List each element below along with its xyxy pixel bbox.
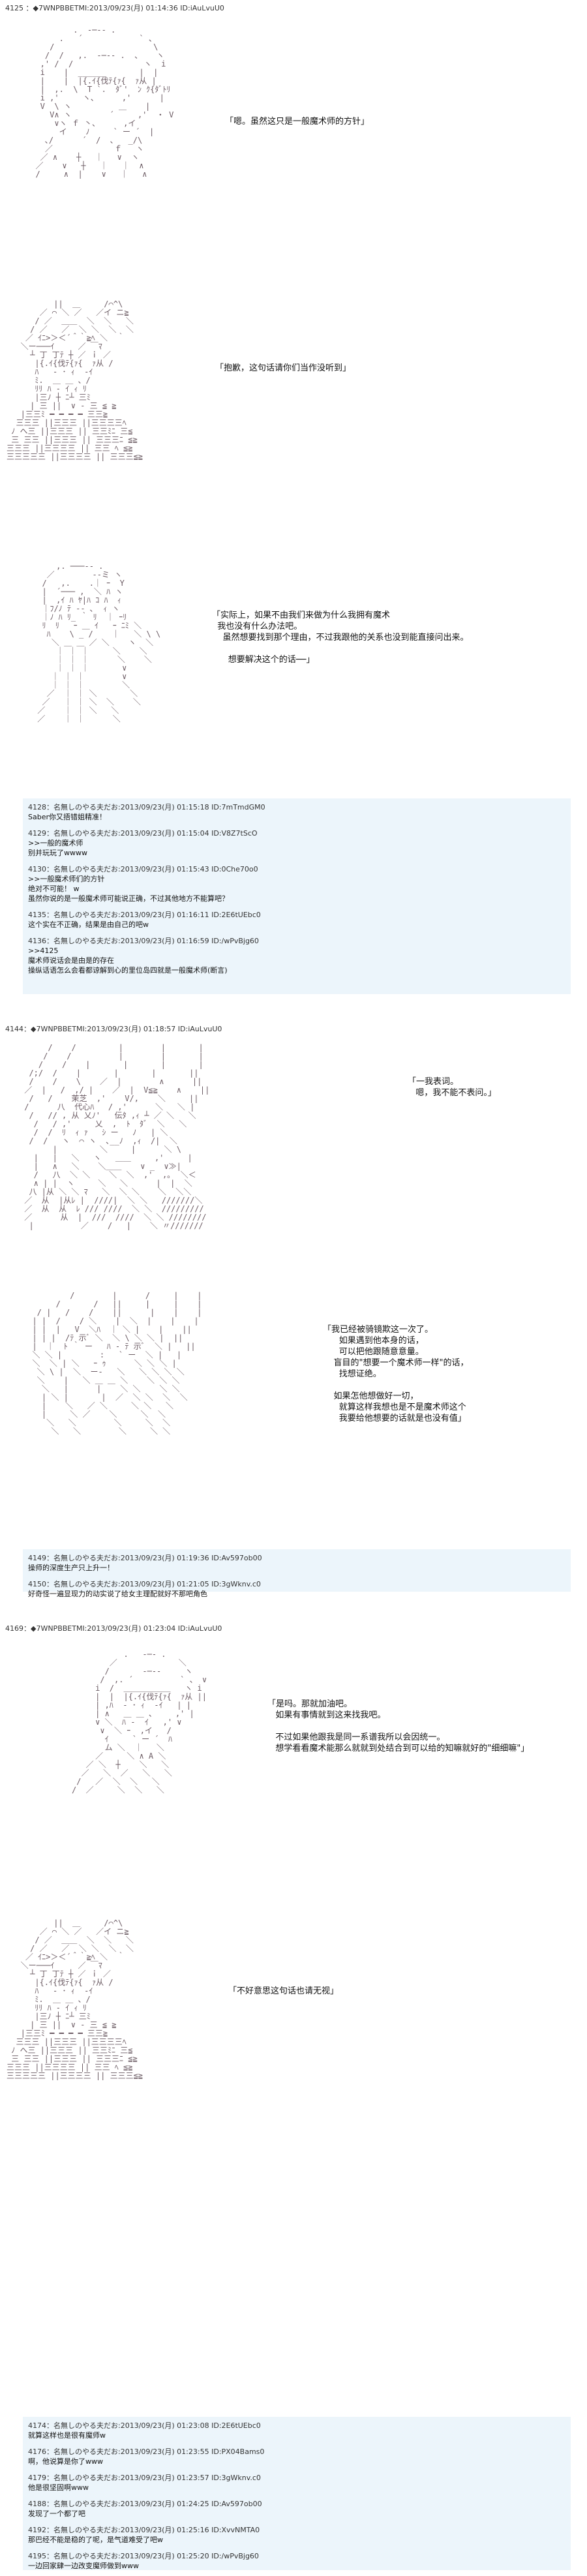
response-header: 4150：名無しのやる夫だお:2013/09/23(月) 01:21:05 ID… [28, 1580, 261, 1588]
ascii-art: / / | | | / / | | | / / | | | | /;/ / | … [24, 1043, 210, 1230]
dialog-text: 「抱歉，这句话请你们当作没听到」 [215, 363, 352, 373]
post-header: 4144：◆7WNPBBETMI:2013/09/23(月) 01:18:57 … [5, 1025, 222, 1033]
response-item: 4195：名無しのやる夫だお:2013/09/23(月) 01:25:20 ID… [28, 2551, 565, 2571]
response-header: 4135：名無しのやる夫だお:2013/09/23(月) 01:16:11 ID… [28, 911, 261, 919]
response-item: 4149：名無しのやる夫だお:2013/09/23(月) 01:19:36 ID… [28, 1553, 565, 1573]
response-header: 4174：名無しのやる夫だお:2013/09/23(月) 01:23:08 ID… [28, 2421, 261, 2430]
response-item: 4136：名無しのやる夫だお:2013/09/23(月) 01:16:59 ID… [28, 936, 565, 975]
response-text: 一边回家肆一边改变魔师做到www [28, 2562, 139, 2570]
response-header: 4136：名無しのやる夫だお:2013/09/23(月) 01:16:59 ID… [28, 937, 259, 945]
response-header: 4130：名無しのやる夫だお:2013/09/23(月) 01:15:43 ID… [28, 865, 258, 873]
dialog-text: 「我已经被骑镜欺这一次了。 如果遇到他本身的话， 可以把他跟随意意量。 盲目的"… [323, 1325, 469, 1423]
response-text: 那巴经不能是稳的了呢，是气道难受了吧w [28, 2536, 163, 2544]
response-text: 好奇怪一遍显现力的动实说了给女主理配就好不那吧角色 [28, 1590, 207, 1598]
response-text: >>一般魔术师们的方针 [28, 875, 105, 883]
response-block: 4149：名無しのやる夫だお:2013/09/23(月) 01:19:36 ID… [23, 1549, 571, 1598]
response-text: >>4125 [28, 947, 59, 955]
response-text: 这个实在不正确，结果是由自己的吧w [28, 920, 149, 929]
ascii-art: || ＿ /⌒^\ ／ ⌒ ＼ ／ ／イ ニ≧ / ／ ＿＿ ＼ ＼ ＼ / ／… [7, 299, 143, 461]
ascii-art: / | / | | / / || | | | / | / / || | | | … [32, 1291, 202, 1436]
response-text: 发现了一个都了吧 [28, 2509, 85, 2518]
response-text: 啊，他说算是你了www [28, 2457, 103, 2466]
dialog-text: 「嗯。虽然这只是一般魔术师的方针」 [225, 117, 370, 127]
response-header: 4179：名無しのやる夫だお:2013/09/23(月) 01:23:57 ID… [28, 2474, 261, 2482]
response-header: 4195：名無しのやる夫だお:2013/09/23(月) 01:25:20 ID… [28, 2552, 259, 2560]
response-header: 4149：名無しのやる夫だお:2013/09/23(月) 01:19:36 ID… [28, 1554, 262, 1562]
post-header: 4125 ：◆7WNPBBETMI:2013/09/23(月) 01:14:36… [5, 4, 224, 12]
dialog-text: 「是吗。那就加油吧。 如果有事情就到这来找我吧。 不过如果他跟我是同一系谱我所以… [267, 1699, 530, 1753]
response-header: 4188：名無しのやる夫だお:2013/09/23(月) 01:24:25 ID… [28, 2500, 262, 2508]
response-text: 就算这样也是很有魔师w [28, 2431, 106, 2440]
response-item: 4192：名無しのやる夫だお:2013/09/23(月) 01:25:16 ID… [28, 2525, 565, 2545]
response-text: 操师的深度生产只上升一！ [28, 1564, 114, 1572]
response-block: 4174：名無しのやる夫だお:2013/09/23(月) 01:23:08 ID… [23, 2417, 571, 2570]
ascii-art: . -─‐- . . ´ ` 、 / \ / / ,. -─‐- . 、 ヽ ,… [35, 25, 174, 179]
response-text: 绝对不可能！ w [28, 885, 80, 893]
response-header: 4176：名無しのやる夫だお:2013/09/23(月) 01:23:55 ID… [28, 2447, 265, 2456]
ascii-art: || ＿ /⌒^\ ／ ⌒ ＼ ／ ／イ ニ≧ / ／ ＿＿ ＼ ＼ ＼ / ／… [7, 1918, 143, 2080]
response-text: >>一般的魔术师 [28, 839, 83, 847]
response-item: 4174：名無しのやる夫だお:2013/09/23(月) 01:23:08 ID… [28, 2421, 565, 2440]
dialog-text: 「一我表词。 嗯，我不能不表问。」 [408, 1077, 496, 1098]
response-block: 4128：名無しのやる夫だお:2013/09/23(月) 01:15:18 ID… [23, 798, 571, 994]
response-header: 4128：名無しのやる夫だお:2013/09/23(月) 01:15:18 ID… [28, 803, 265, 811]
response-item: 4128：名無しのやる夫だお:2013/09/23(月) 01:15:18 ID… [28, 802, 565, 822]
response-item: 4150：名無しのやる夫だお:2013/09/23(月) 01:21:05 ID… [28, 1579, 565, 1599]
response-text: 操纵话语怎么会看都谅解到心的里位岛四就是一般魔术师(断言) [28, 966, 228, 975]
dialog-text: 「实际上，如果不由我们来做为什么我拥有魔术 我也没有什么办法吧。 虽然想要找到那… [212, 611, 469, 665]
response-text: Saber你又捂错姐精准！ [28, 813, 106, 821]
response-item: 4179：名無しのやる夫だお:2013/09/23(月) 01:23:57 ID… [28, 2473, 565, 2493]
response-item: 4135：名無しのやる夫だお:2013/09/23(月) 01:16:11 ID… [28, 910, 565, 930]
response-header: 4192：名無しのやる夫だお:2013/09/23(月) 01:25:16 ID… [28, 2526, 260, 2534]
response-text: 他是很坚固啊www [28, 2483, 89, 2492]
ascii-art: . -─- . ／ ＼ / -─‐- ヽ / ,. ´ ` 、 ∨ i / ＿＿… [72, 1650, 207, 1795]
response-text: 魔术师说话会是由是的存在 [28, 956, 114, 965]
response-item: 4129：名無しのやる夫だお:2013/09/23(月) 01:15:04 ID… [28, 828, 565, 858]
response-text: 虽然你说的是一般魔术师可能说正确，不过其他地方不能算吧？ [28, 894, 229, 903]
dialog-text: 「不好意思这句话也请无视」 [228, 1986, 339, 1996]
response-item: 4176：名無しのやる夫だお:2013/09/23(月) 01:23:55 ID… [28, 2447, 565, 2466]
ascii-art: ,. ───‐- . ／ ‐-ミ ヽ / ,. .｜ ｰ Y | ´─── , … [37, 562, 161, 723]
response-header: 4129：名無しのやる夫だお:2013/09/23(月) 01:15:04 ID… [28, 829, 258, 838]
response-item: 4130：名無しのやる夫だお:2013/09/23(月) 01:15:43 ID… [28, 864, 565, 903]
post-header: 4169：◆7WNPBBETMI:2013/09/23(月) 01:23:04 … [5, 1624, 222, 1633]
response-text: 别并玩玩了wwww [28, 849, 87, 857]
response-item: 4188：名無しのやる夫だお:2013/09/23(月) 01:24:25 ID… [28, 2499, 565, 2519]
